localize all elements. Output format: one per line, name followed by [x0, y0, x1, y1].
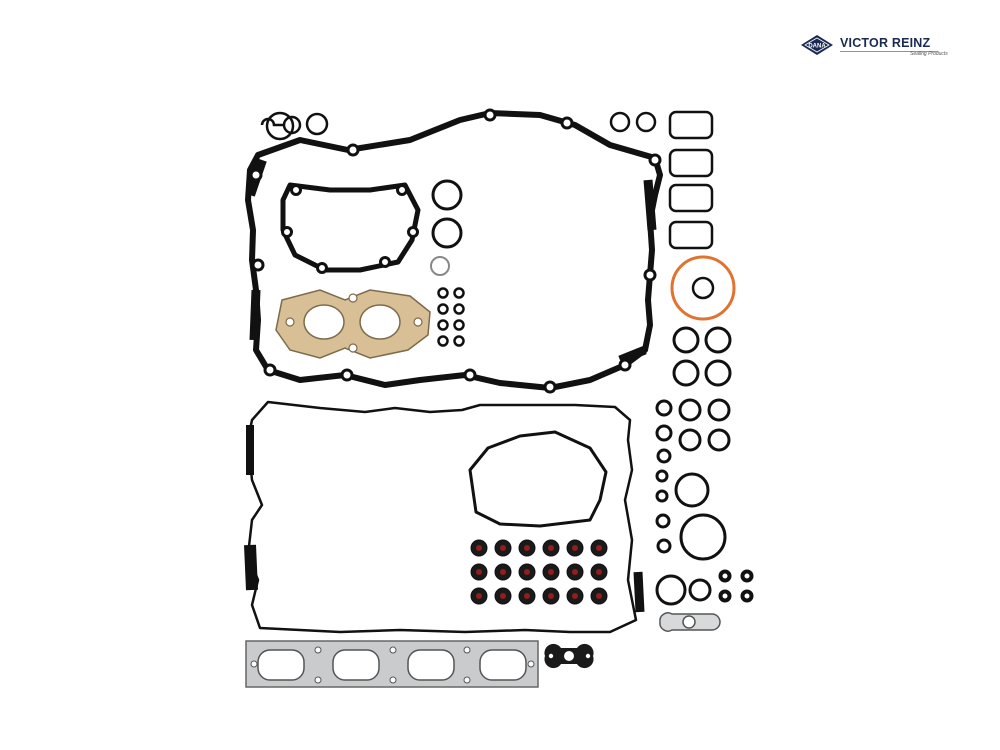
victor-reinz-logo: DANA VICTOR REINZ Sealing Products [800, 34, 948, 60]
fiber-intake-gasket [275, 289, 431, 359]
lower-valve-cover-gasket [244, 400, 645, 634]
top-left-seals [260, 111, 329, 141]
inner-gasket-bolt-eyes [281, 184, 419, 274]
small-o-ring-grid [437, 287, 465, 347]
black-flange-gasket [544, 643, 594, 669]
brand-tagline: Sealing Products [910, 51, 948, 57]
upper-valve-cover-gasket [245, 110, 663, 391]
valve-stem-seals [470, 539, 608, 605]
upper-gasket-bolt-eyes [249, 108, 662, 394]
top-right-seals [609, 110, 714, 250]
copper-seal-ring [670, 255, 736, 321]
inner-cover-gasket [280, 182, 421, 273]
dana-badge-icon: DANA [801, 35, 833, 55]
brand-name: VICTOR REINZ [840, 36, 931, 50]
o-ring-column-upper [430, 179, 463, 276]
exhaust-manifold-gasket [245, 640, 539, 688]
small-flange-gasket [659, 612, 721, 632]
dana-badge-text: DANA [808, 44, 826, 50]
logo-divider [840, 51, 938, 52]
right-o-rings [655, 326, 732, 606]
small-black-washers [718, 569, 754, 603]
lower-inner-gasket [468, 430, 608, 528]
